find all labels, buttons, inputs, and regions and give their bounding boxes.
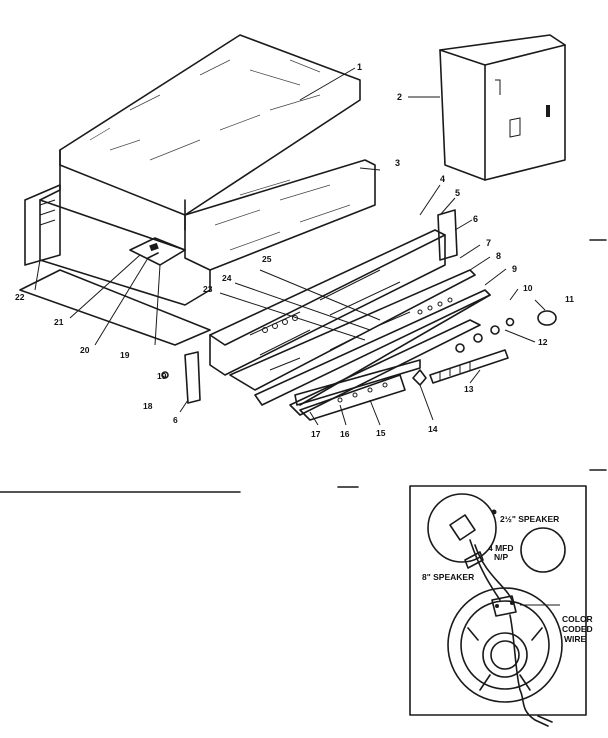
callout-18: 18 — [143, 401, 153, 411]
callout-8: 8 — [496, 251, 501, 261]
small-speaker-icon — [427, 493, 497, 563]
callout-16: 16 — [340, 429, 350, 439]
callout-20: 20 — [80, 345, 90, 355]
callout-4: 4 — [440, 174, 445, 184]
margin-marks — [0, 239, 607, 493]
callout-23: 23 — [203, 284, 213, 294]
callout-19: 19 — [120, 350, 130, 360]
callout-12: 12 — [538, 337, 548, 347]
lower-strips — [294, 359, 421, 421]
base-plate — [19, 269, 211, 346]
capacitor-label-line2: N/P — [494, 552, 509, 562]
callout-13: 13 — [464, 384, 474, 394]
callout-22: 22 — [15, 292, 25, 302]
screw-parts-18-19 — [161, 371, 169, 379]
callout-2: 2 — [397, 92, 402, 102]
callout-19-screw: 19 — [157, 371, 167, 381]
clip-part-14 — [412, 369, 427, 386]
side-panel — [24, 184, 61, 266]
small-speaker-label: 2½" SPEAKER — [500, 514, 559, 524]
wire-label-line1: COLOR — [562, 614, 593, 624]
callout-6: 6 — [473, 214, 478, 224]
large-speaker-icon — [447, 587, 563, 703]
wire-label-line3: WIRE — [564, 634, 587, 644]
leader-lines — [34, 67, 546, 426]
callout-5: 5 — [455, 188, 460, 198]
callout-10: 10 — [523, 283, 533, 293]
callout-3: 3 — [395, 158, 400, 168]
top-cover — [59, 34, 361, 231]
knobs-part-12 — [455, 317, 515, 353]
callout-9: 9 — [512, 264, 517, 274]
callout-11: 11 — [565, 294, 574, 304]
callout-1: 1 — [357, 62, 362, 72]
speaker-wiring-inset: 2½" SPEAKER 4 MFD N/P 8" SPEAKER COLOR C… — [409, 485, 593, 727]
wire-label-line2: CODED — [562, 624, 593, 634]
callout-14: 14 — [428, 424, 438, 434]
front-panel-assembly — [209, 229, 491, 416]
capacitor-label-line1: 4 MFD — [488, 543, 514, 553]
control-plate — [129, 237, 186, 266]
callout-6-lower: 6 — [173, 415, 178, 425]
callout-17: 17 — [311, 429, 321, 439]
large-speaker-label: 8" SPEAKER — [422, 572, 474, 582]
callout-24: 24 — [222, 273, 232, 283]
callout-21: 21 — [54, 317, 64, 327]
callout-25: 25 — [262, 254, 272, 264]
bracket-part-6-left — [184, 351, 201, 404]
callout-15: 15 — [376, 428, 386, 438]
callout-7: 7 — [486, 238, 491, 248]
speaker-box — [439, 34, 566, 181]
bracket-part-6-right — [437, 209, 458, 261]
callout-labels: 1 2 3 4 5 6 7 8 9 10 11 12 13 14 15 16 1… — [15, 62, 574, 439]
knob-part-11 — [537, 310, 557, 326]
switch-bar-part-13 — [429, 349, 509, 384]
